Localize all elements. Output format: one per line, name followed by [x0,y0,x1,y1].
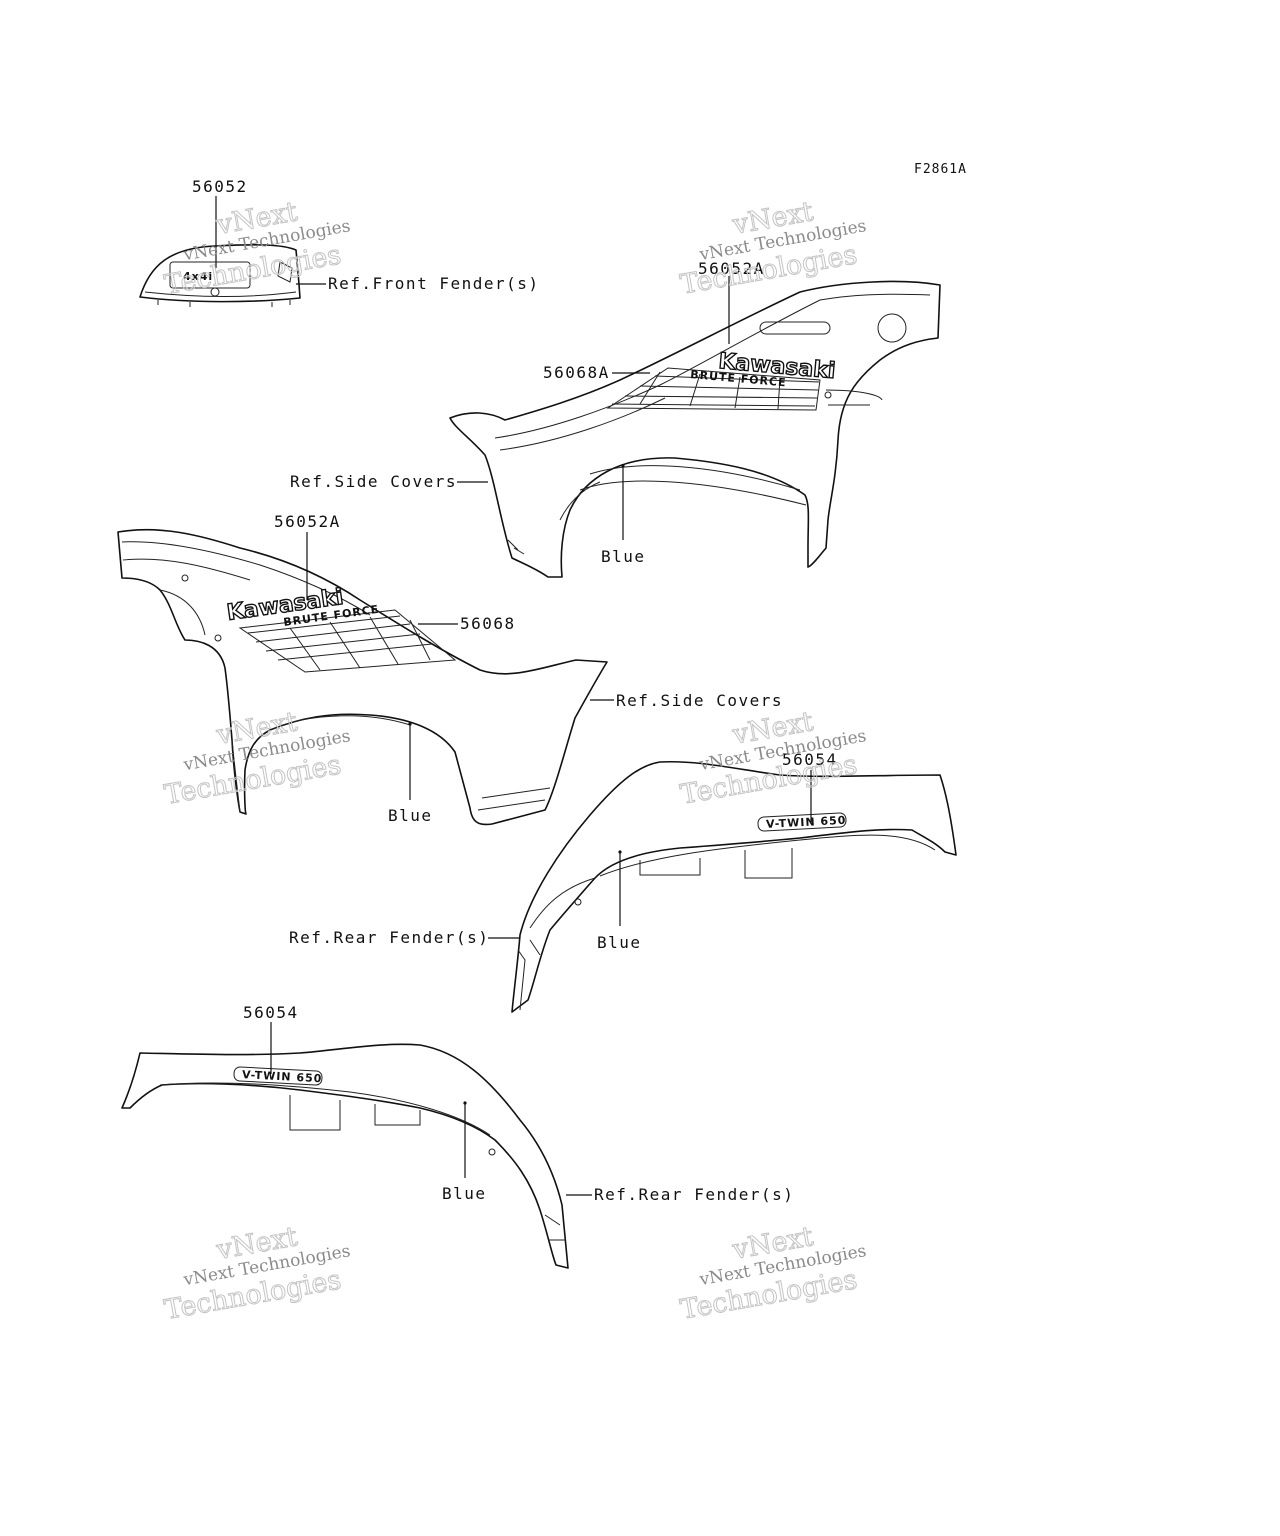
watermark-top-left: vNext Technologies vNext Technologies [162,196,352,302]
side-cover-decal-middle: Kawasaki BRUTE FORCE [225,584,457,673]
label-blue-top: Blue [601,547,646,566]
left-side-cover-drawing: Kawasaki BRUTE FORCE [117,528,608,826]
watermark-top-right: vNext Technologies vNext Technologies [678,196,868,302]
label-blue-bottom: Blue [442,1184,487,1203]
label-56068: 56068 [460,614,516,633]
label-blue-right: Blue [597,933,642,952]
label-56054-right: 56054 [782,750,838,769]
label-ref-rear-fender-right: Ref.Rear Fender(s) [289,928,489,947]
rear-fender-right-drawing: V-TWIN 650 [511,760,957,1013]
front-fender-drawing: 4x4i [139,244,301,307]
watermark-bottom-right: vNext Technologies vNext Technologies [678,1221,868,1327]
label-56052a-middle: 56052A [274,512,341,531]
label-56052: 56052 [192,177,248,196]
label-ref-rear-fender-bottom: Ref.Rear Fender(s) [594,1185,794,1204]
label-ref-front-fender: Ref.Front Fender(s) [328,274,540,293]
front-fender-decal-mark: 4x4i [183,270,213,283]
figure-code: F2861A [914,162,967,177]
side-cover-decal-top: Kawasaki BRUTE FORCE [606,348,837,411]
label-blue-middle: Blue [388,806,433,825]
watermark-middle-right: vNext Technologies vNext Technologies [678,706,868,812]
label-56068a: 56068A [543,363,610,382]
v-twin-logo-right: V-TWIN 650 [766,814,847,831]
rear-fender-bottom-drawing: V-TWIN 650 [121,1043,569,1269]
watermark-bottom-left: vNext Technologies vNext Technologies [162,1221,352,1327]
label-ref-side-covers-middle: Ref.Side Covers [616,691,783,710]
label-ref-side-covers-top: Ref.Side Covers [290,472,457,491]
label-56052a-top: 56052A [698,259,765,278]
right-side-cover-drawing: Kawasaki BRUTE FORCE [449,280,941,578]
label-56054-bottom: 56054 [243,1003,299,1022]
v-twin-logo-bottom: V-TWIN 650 [242,1068,323,1085]
